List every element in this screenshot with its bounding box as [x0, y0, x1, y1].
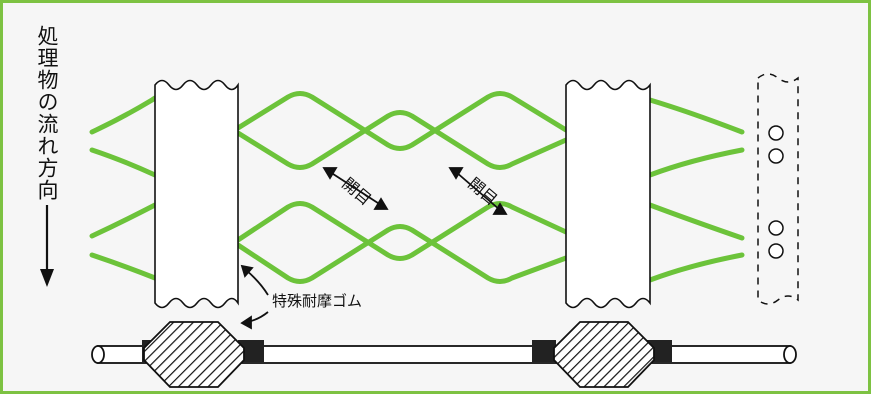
dashed-edge-strip: [757, 73, 799, 305]
rivet-hole: [768, 243, 784, 259]
mesh-wire-10: [647, 147, 745, 178]
flow-direction-label-group: 処理物の流れ方向: [33, 25, 61, 291]
mesh-wire-12: [647, 252, 745, 283]
rivet-hole: [768, 125, 784, 141]
mesh-wire-2: [89, 147, 158, 178]
mesh-wires: [89, 91, 745, 284]
mesh-wire-1: [89, 95, 158, 135]
rubber-band-right: [565, 79, 651, 309]
rubber-support-right: [532, 321, 672, 388]
rubber-band-left: [154, 79, 239, 309]
mesh-wire-4: [89, 252, 158, 281]
mesh-wire-9: [647, 97, 745, 135]
mesh-wire-5: [235, 91, 569, 151]
flow-direction-arrow-icon: [40, 205, 54, 287]
mesh-wire-8: [235, 224, 569, 284]
mesh-wire-7: [235, 201, 569, 261]
opening-arrow-left: [322, 167, 389, 210]
rubber-label: 特殊耐摩ゴム: [272, 292, 362, 310]
rivet-hole: [768, 220, 784, 236]
opening-arrow-right: [448, 167, 508, 215]
mesh-wire-3: [89, 202, 158, 239]
flow-direction-label: 処理物の流れ方向: [35, 25, 59, 201]
rivet-hole: [768, 148, 784, 164]
mesh-wire-11: [647, 202, 745, 241]
rubber-callout-arrows: [240, 264, 269, 330]
rubber-support-left: [142, 321, 264, 388]
rivet-holes: [768, 125, 784, 259]
mesh-wire-6: [235, 110, 569, 170]
opening-label-left: 開目: [338, 174, 375, 209]
